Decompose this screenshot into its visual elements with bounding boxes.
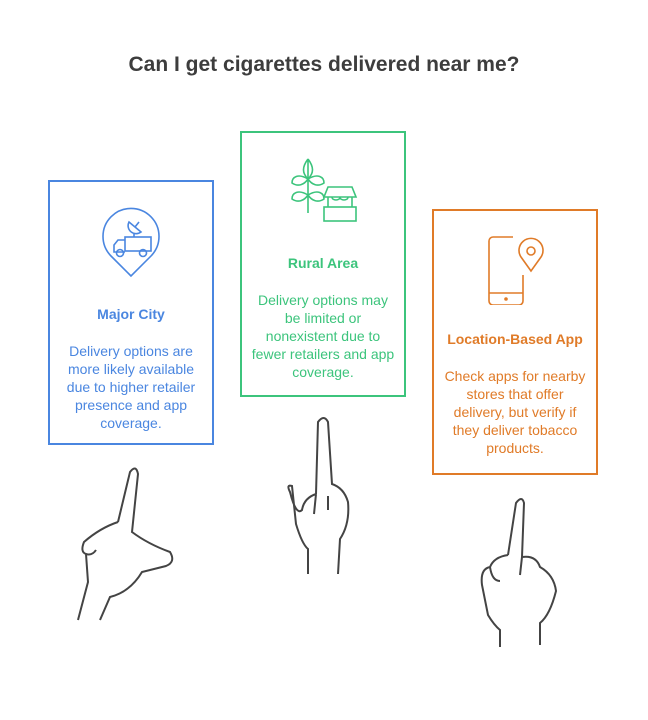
pointing-hand-right-icon xyxy=(480,498,558,647)
card-rural-area: Rural Area Delivery options may be limit… xyxy=(240,131,406,397)
pointing-hand-left-icon xyxy=(77,467,174,621)
card-location-based-app: Location-Based App Check apps for nearby… xyxy=(432,209,598,475)
card-heading: Rural Area xyxy=(287,255,359,271)
card-heading: Major City xyxy=(97,306,165,322)
phone-location-icon xyxy=(488,236,544,305)
card-description: Delivery options are more likely availab… xyxy=(66,343,196,431)
card-description: Check apps for nearby stores that offer … xyxy=(444,368,586,456)
card-description: Delivery options may be limited or nonex… xyxy=(251,292,395,380)
card-heading: Location-Based App xyxy=(447,331,583,347)
card-major-city: Major City Delivery options are more lik… xyxy=(48,180,214,445)
wheat-store-icon xyxy=(291,158,358,222)
page-title: Can I get cigarettes delivered near me? xyxy=(128,53,520,76)
pin-truck-satellite-icon xyxy=(102,207,160,278)
pointing-hand-center-icon xyxy=(287,417,350,575)
